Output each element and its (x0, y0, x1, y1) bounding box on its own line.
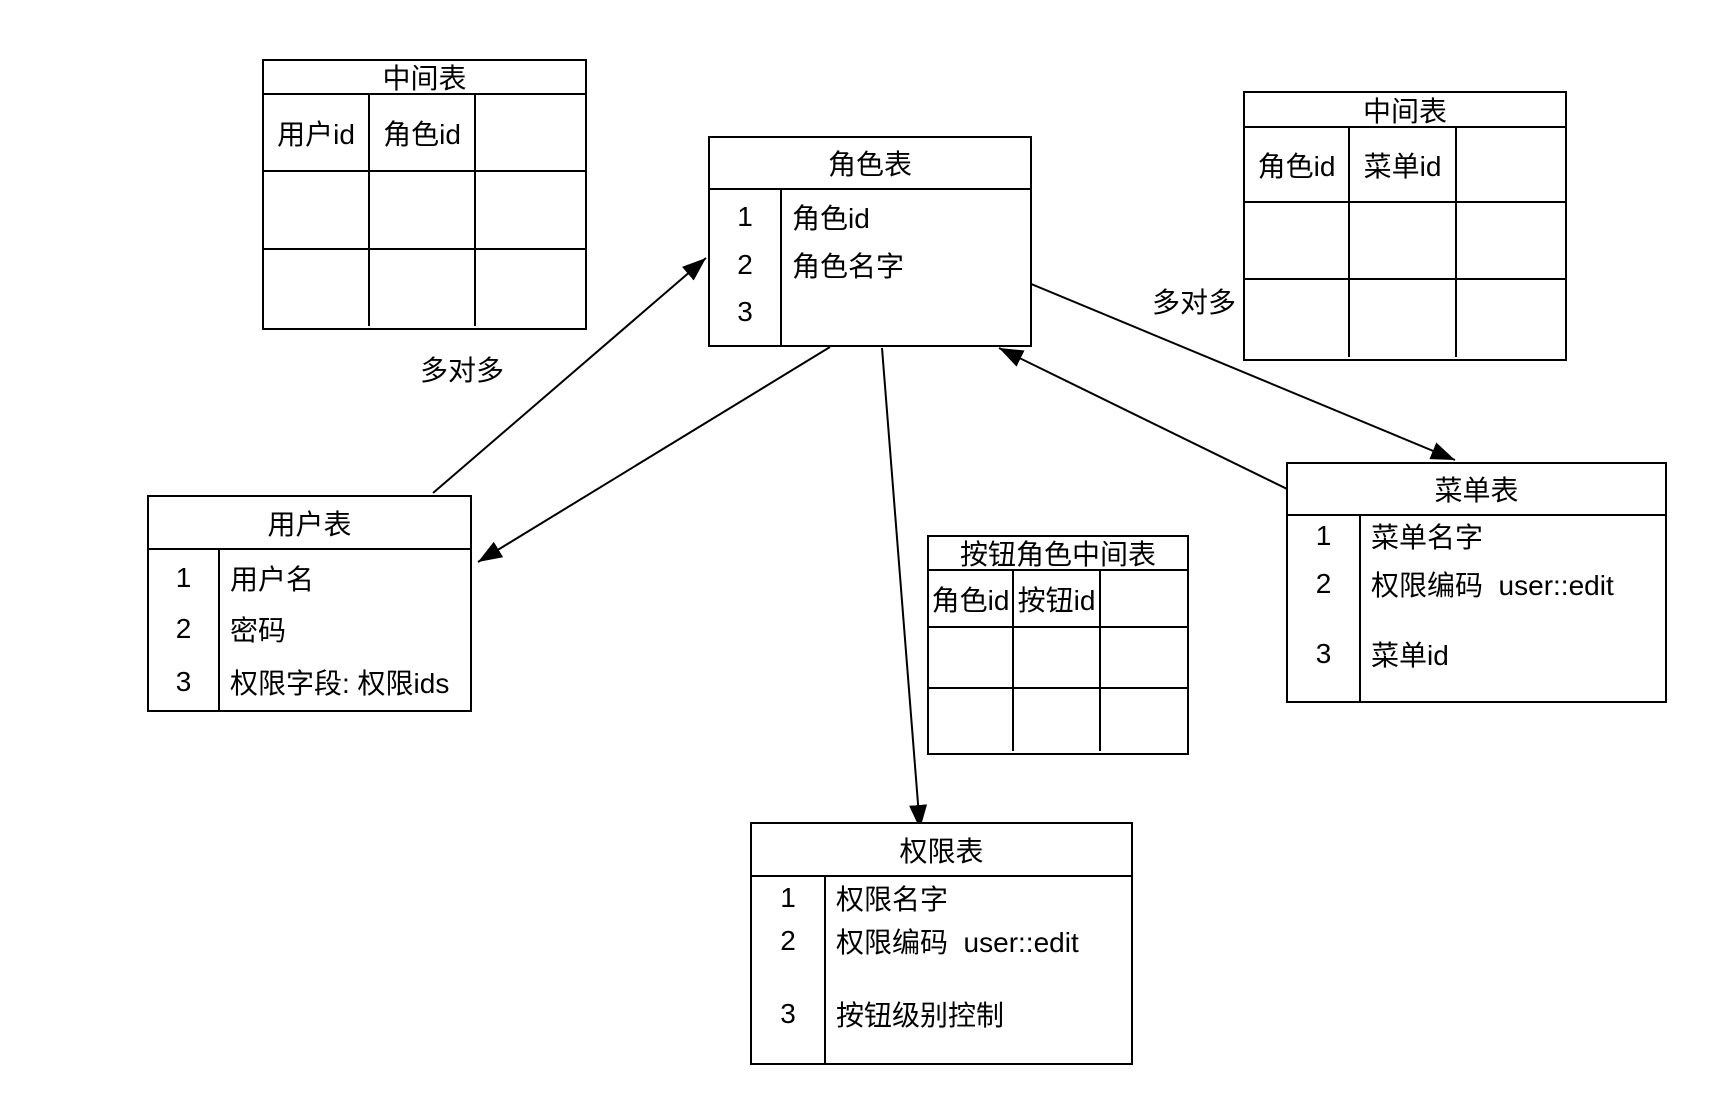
arrow-role-to-user (477, 346, 831, 563)
column-header-cell: 角色id (929, 571, 1014, 628)
empty-cell (264, 172, 370, 250)
table-title: 权限表 (752, 824, 1131, 877)
table-row: 3 菜单id (1288, 638, 1665, 671)
table-row: 1 菜单名字 (1288, 520, 1665, 553)
empty-cell (264, 250, 370, 326)
table-title: 中间表 (1245, 93, 1565, 128)
row-number: 3 (780, 998, 796, 1029)
table-button-role-junction: 按钮角色中间表 角色id 按钮id (927, 535, 1189, 755)
empty-cell (1457, 280, 1565, 357)
row-number: 2 (175, 613, 192, 644)
field-name: 用户名 (230, 564, 315, 595)
table-title: 按钮角色中间表 (929, 537, 1187, 571)
field-name: 角色id (792, 203, 870, 234)
label-many-to-many-left: 多对多 (420, 355, 505, 386)
column-header-cell: 菜单id (1350, 128, 1457, 203)
empty-cell (476, 172, 585, 250)
table-row: 3 权限字段: 权限ids (149, 666, 470, 699)
table-junction-role-menu: 中间表 角色id 菜单id (1243, 91, 1567, 361)
field-name: 权限字段: 权限ids (230, 668, 450, 699)
empty-cell (1014, 628, 1101, 689)
column-header-cell (476, 95, 585, 172)
row-number: 1 (737, 201, 753, 232)
field-name: 权限编码 user::edit (1371, 570, 1614, 601)
column-header-cell: 角色id (370, 95, 476, 172)
table-row: 1 权限名字 (752, 882, 1131, 915)
column-header-cell: 用户id (264, 95, 370, 172)
empty-cell (929, 689, 1014, 751)
table-title: 用户表 (149, 497, 470, 550)
empty-cell (929, 628, 1014, 689)
empty-cell (1101, 628, 1187, 689)
column-header-cell: 角色id (1245, 128, 1350, 203)
row-number: 1 (780, 882, 796, 913)
table-role: 角色表 1 角色id 2 角色名字 3 (708, 136, 1032, 347)
row-number: 2 (780, 925, 796, 956)
table-row: 3 按钮级别控制 (752, 998, 1131, 1031)
row-number: 3 (1315, 638, 1332, 669)
table-row: 2 权限编码 user::edit (1288, 568, 1665, 601)
row-number-column (1288, 516, 1361, 701)
row-number: 2 (737, 249, 753, 280)
empty-cell (1014, 689, 1101, 751)
empty-cell (370, 250, 476, 326)
field-name: 角色名字 (792, 251, 905, 282)
table-title: 菜单表 (1288, 464, 1665, 516)
field-name: 菜单名字 (1371, 522, 1484, 553)
row-number-column (710, 190, 782, 345)
table-junction-user-role: 中间表 用户id 角色id (262, 59, 587, 330)
row-number-column (752, 877, 826, 1063)
empty-cell (1350, 203, 1457, 280)
empty-cell (1101, 689, 1187, 751)
row-number: 1 (175, 562, 192, 593)
table-row: 2 权限编码 user::edit (752, 925, 1131, 958)
empty-cell (1245, 203, 1350, 280)
table-row: 1 用户名 (149, 562, 470, 595)
row-number: 1 (1315, 520, 1332, 551)
arrow-role-to-permission (881, 347, 928, 830)
table-title: 角色表 (710, 138, 1030, 190)
row-number: 2 (1315, 568, 1332, 599)
column-header-cell: 按钮id (1014, 571, 1101, 628)
table-user: 用户表 1 用户名 2 密码 3 权限字段: 权限ids (147, 495, 472, 712)
table-row: 2 角色名字 (710, 249, 1030, 282)
field-name: 权限名字 (836, 884, 949, 915)
table-row: 1 角色id (710, 201, 1030, 234)
empty-cell (1350, 280, 1457, 357)
column-header-cell (1457, 128, 1565, 203)
column-header-cell (1101, 571, 1187, 628)
field-name: 菜单id (1371, 640, 1449, 671)
row-number: 3 (737, 296, 753, 327)
field-name: 权限编码 user::edit (836, 927, 1079, 958)
field-name: 密码 (230, 615, 287, 646)
table-title: 中间表 (264, 61, 585, 95)
row-number: 3 (175, 666, 192, 697)
table-row: 3 (710, 296, 1030, 327)
empty-cell (370, 172, 476, 250)
table-row: 2 密码 (149, 613, 470, 646)
table-menu: 菜单表 1 菜单名字 2 权限编码 user::edit 3 菜单id (1286, 462, 1667, 703)
label-many-to-many-right: 多对多 (1152, 287, 1237, 318)
table-permission: 权限表 1 权限名字 2 权限编码 user::edit 3 按钮级别控制 (750, 822, 1133, 1065)
empty-cell (1457, 203, 1565, 280)
row-number-column (149, 550, 220, 710)
empty-cell (1245, 280, 1350, 357)
empty-cell (476, 250, 585, 326)
field-name: 按钮级别控制 (836, 1000, 1005, 1031)
